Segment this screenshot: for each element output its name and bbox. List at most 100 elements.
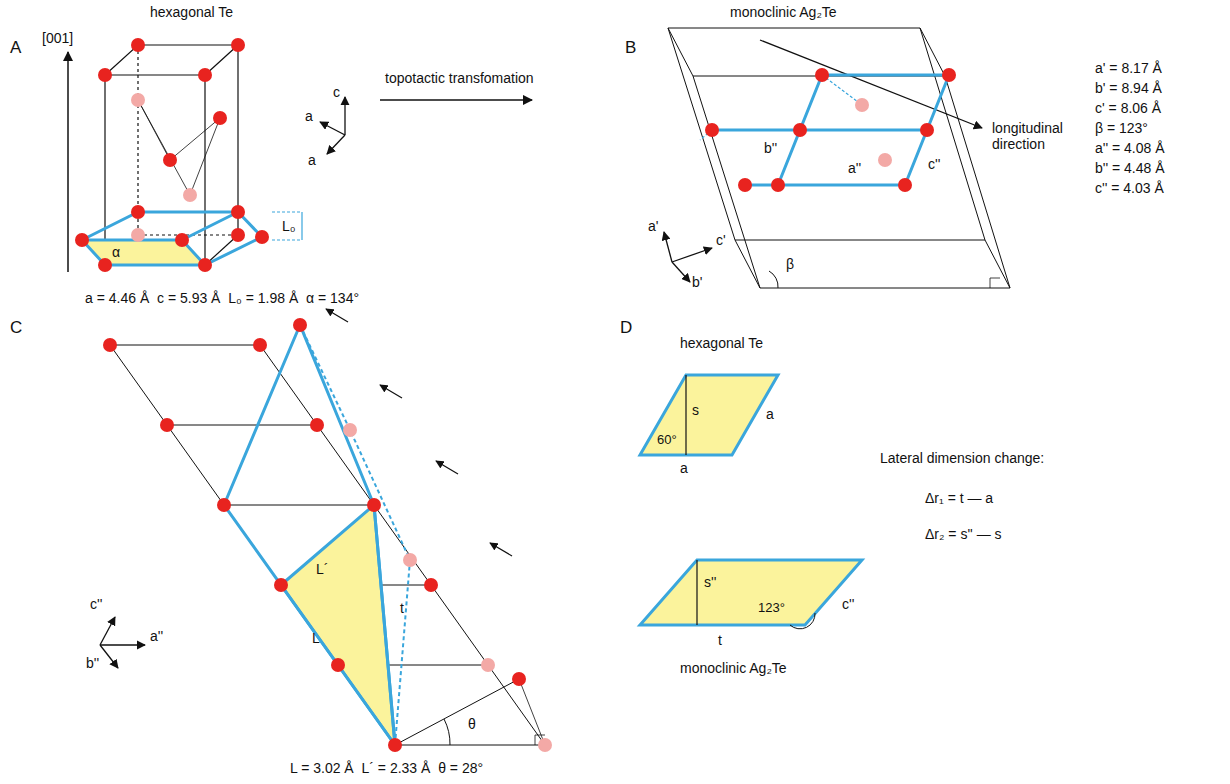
- te-atoms: [231, 38, 245, 52]
- te-atoms: [198, 258, 212, 272]
- dimension-label: c'': [842, 596, 854, 612]
- lateral-shapes: [640, 560, 862, 625]
- te-atoms: [131, 228, 145, 242]
- ag2te-atoms: [738, 178, 752, 192]
- axes-c: [100, 617, 145, 668]
- axis-label: a: [305, 108, 313, 124]
- te-basal-plane: [272, 211, 302, 212]
- shear-lattice: [224, 505, 374, 506]
- lateral-shapes: [790, 613, 815, 629]
- te-atoms: [255, 230, 269, 244]
- angle-label: θ: [468, 716, 476, 732]
- shear-atoms: [403, 553, 417, 567]
- panel-heading: hexagonal Te: [150, 4, 233, 20]
- axis-label: a': [648, 218, 658, 234]
- axes-a: [320, 122, 345, 135]
- shear-arrows: [380, 385, 402, 398]
- ag2te-cell: [668, 28, 1010, 288]
- ag2te-atoms: [942, 68, 956, 82]
- panel-heading: monoclinic Ag₂Te: [680, 660, 787, 676]
- lattice-parameter: a' = 8.17 Å: [1095, 60, 1162, 76]
- parameter-caption: a = 4.46 Å c = 5.93 Å L₀ = 1.98 Å α = 13…: [85, 290, 359, 306]
- axis-label: a'': [150, 628, 163, 644]
- axis-label: b'': [764, 140, 777, 156]
- ag2te-sublattice: [822, 75, 862, 105]
- dimension-label: s'': [704, 574, 716, 590]
- shear-atoms: [343, 423, 357, 437]
- lattice-parameter: c' = 8.06 Å: [1095, 100, 1161, 116]
- ag2te-atoms: [878, 153, 892, 167]
- shear-atoms: [481, 658, 495, 672]
- dimension-label: s: [692, 402, 699, 418]
- te-atoms: [183, 188, 197, 202]
- ag2te-cell: [668, 28, 693, 76]
- panel-heading: monoclinic Ag₂Te: [730, 4, 837, 20]
- shear-atoms: [253, 338, 267, 352]
- te-atoms: [198, 68, 212, 82]
- axis-label: c'': [90, 596, 102, 612]
- te-atoms: [163, 153, 177, 167]
- shear-atoms: [160, 418, 174, 432]
- shear-lattice: [110, 345, 545, 745]
- distance-label: L´: [316, 561, 328, 577]
- te-atoms: [175, 233, 189, 247]
- shear-atoms: [293, 318, 307, 332]
- shear-atoms: [310, 418, 324, 432]
- te-atoms: [231, 228, 245, 242]
- parameter-caption: L = 3.02 Å L´ = 2.33 Å θ = 28°: [290, 760, 483, 776]
- dimension-label: t: [718, 632, 722, 648]
- lattice-parameter: a'' = 4.08 Å: [1095, 140, 1165, 156]
- lattice-parameter: β = 123°: [1095, 120, 1148, 136]
- te-atoms: [131, 205, 145, 219]
- ag2te-atoms: [771, 178, 785, 192]
- axes-b: [672, 262, 690, 282]
- ag2te-cell: [920, 28, 945, 76]
- ag2te-cell: [693, 76, 1010, 288]
- ag2te-cell: [735, 240, 760, 288]
- te-basal-plane: [82, 212, 262, 265]
- te-atoms: [131, 93, 197, 242]
- te-unit-cell: [68, 45, 238, 272]
- angle-label: 123°: [758, 600, 785, 616]
- shear-atoms: [538, 738, 552, 752]
- shear-arrows: [326, 309, 512, 556]
- lateral-shapes: [640, 375, 778, 455]
- transformation-label: topotactic transfomation: [385, 70, 534, 86]
- shear-lattice: [444, 719, 450, 745]
- distance-label: L: [312, 630, 320, 646]
- formula: Δr₂ = s'' — s: [925, 526, 1002, 542]
- ag2te-sublattice: [712, 129, 927, 132]
- axis-label: a: [308, 152, 316, 168]
- axis-label: c'': [928, 156, 940, 172]
- axes-b: [664, 232, 672, 262]
- distance-label: t: [400, 600, 404, 616]
- panel-letter: D: [620, 318, 632, 338]
- axis-label: a'': [848, 160, 861, 176]
- shear-lattice: [519, 679, 545, 745]
- axis-label: b'': [86, 655, 99, 671]
- panel-letter: B: [625, 38, 636, 58]
- ag2te-cell: [668, 28, 985, 240]
- axis-label: c: [333, 84, 340, 100]
- lateral-shapes: [640, 375, 862, 629]
- shear-atoms: [343, 423, 552, 752]
- shear-atoms: [367, 498, 381, 512]
- ag2te-cell: [769, 271, 778, 288]
- shear-lattice: [110, 345, 260, 346]
- ag2te-atoms: [815, 68, 829, 82]
- ag2te-atoms: [855, 98, 869, 112]
- te-unit-cell: [138, 100, 220, 195]
- shear-arrows: [490, 543, 512, 556]
- axes-b: [672, 248, 712, 262]
- shear-atoms: [103, 338, 117, 352]
- ag2te-cell: [985, 240, 1010, 288]
- te-basal-plane: [82, 212, 302, 265]
- lattice-parameter: c'' = 4.03 Å: [1095, 180, 1164, 196]
- dimension-label: a: [766, 406, 774, 422]
- te-basal-plane: [182, 212, 238, 240]
- lattice-parameter: b' = 8.94 Å: [1095, 80, 1162, 96]
- shear-lattice: [395, 745, 545, 746]
- ag2te-rhombus: [224, 325, 395, 745]
- shear-lattice: [167, 425, 317, 426]
